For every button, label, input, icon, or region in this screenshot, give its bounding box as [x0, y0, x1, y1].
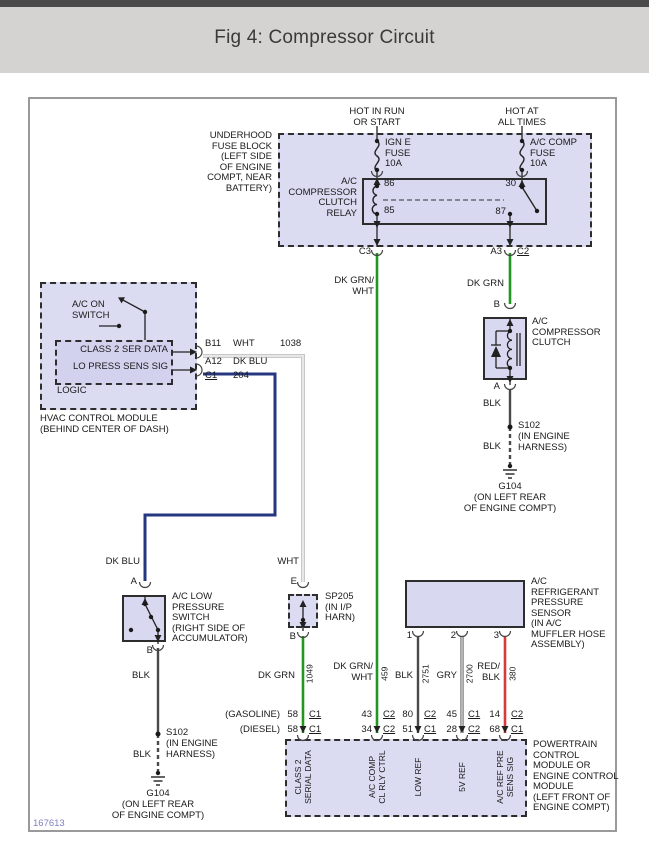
blk-label-left-2: BLK: [133, 749, 151, 760]
lps-label: A/C LOW PRESSURE SWITCH (RIGHT SIDE OF A…: [172, 591, 248, 644]
ac-on-switch-label: A/C ON SWITCH: [72, 299, 110, 321]
dk-grn-wht-label-top: DK GRN/ WHT: [334, 275, 374, 297]
title-bar-top-strip: [0, 0, 649, 7]
s102-label-right: S102: [518, 420, 541, 431]
sp205-splice-box: [288, 594, 318, 628]
s102-loc-left: (IN ENGINE HARNESS): [166, 738, 218, 760]
blk-label-left-1: BLK: [132, 670, 150, 681]
g104-label-left: G104: [146, 788, 170, 799]
dsl-pin-col2: 34: [361, 724, 372, 735]
dk-blu-label-mid: DK BLU: [105, 556, 140, 567]
dk-grn-label-top: DK GRN: [467, 278, 504, 289]
dsl-conn-col3: C1: [424, 724, 437, 735]
diesel-row-label: (DIESEL): [239, 724, 280, 735]
clutch-pin-a: A: [493, 381, 500, 392]
pcm-sig-relay-ctrl: A/C COMP CL RLY CTRL: [367, 750, 387, 804]
ign-e-fuse-label: IGN E FUSE 10A: [385, 137, 411, 169]
clutch-pin-b: B: [493, 299, 500, 310]
lo-press-sens-sig-label: LO PRESS SENS SIG: [72, 361, 168, 372]
gas-conn-col3: C2: [424, 709, 437, 720]
conn-c1-label: C1: [205, 370, 218, 381]
gas-conn-col4: C1: [468, 709, 481, 720]
lps-pin-b: B: [146, 645, 153, 656]
hot-in-run-label: HOT IN RUN OR START: [349, 106, 405, 128]
gas-pin-col4: 45: [446, 709, 457, 720]
blk-label-low: BLK: [395, 670, 413, 681]
sensor-pin-2: 2: [450, 630, 456, 641]
pin-a12-label: A12: [205, 356, 222, 367]
g104-loc-right: (ON LEFT REAR OF ENGINE COMPT): [463, 492, 557, 514]
sensor-pin-1: 1: [406, 630, 412, 641]
wht-wire-label: WHT: [233, 338, 255, 349]
ckt-380-label: 380: [507, 666, 518, 681]
class2-ser-data-label: CLASS 2 SER DATA: [80, 344, 168, 355]
pcm-label: POWERTRAIN CONTROL MODULE OR ENGINE CONT…: [533, 739, 619, 813]
dsl-pin-col3: 51: [402, 724, 413, 735]
s102-loc-right: (IN ENGINE HARNESS): [518, 431, 570, 453]
lps-pin-a: A: [130, 576, 137, 587]
diagram-id: 167613: [33, 818, 65, 829]
sp205-label: SP205 (IN I/P HARN): [325, 591, 356, 623]
fuse-block-label: UNDERHOOD FUSE BLOCK (LEFT SIDE OF ENGIN…: [207, 130, 272, 194]
clutch-label: A/C COMPRESSOR CLUTCH: [532, 316, 601, 348]
sp205-pin-b: B: [289, 631, 296, 642]
g104-loc-left: (ON LEFT REAR OF ENGINE COMPT): [111, 799, 205, 821]
dsl-conn-col4: C2: [468, 724, 481, 735]
pcm-sig-5v-ref: 5V REF: [457, 762, 467, 792]
sensor-pin-3: 3: [493, 630, 499, 641]
pcm-box: [285, 739, 527, 817]
gas-conn-col1: C1: [309, 709, 322, 720]
gas-pin-col5: 14: [489, 709, 500, 720]
dk-blu-wire-label: DK BLU: [233, 356, 268, 367]
gry-label-low: GRY: [436, 670, 457, 681]
dsl-pin-col1: 58: [287, 724, 298, 735]
dsl-pin-col4: 28: [446, 724, 457, 735]
dsl-pin-col5: 68: [489, 724, 500, 735]
wht-label-mid: WHT: [277, 556, 299, 567]
dk-grn-wht-label-low: DK GRN/ WHT: [333, 661, 373, 683]
ac-low-pressure-switch-box: [122, 595, 166, 642]
hvac-module-label: HVAC CONTROL MODULE (BEHIND CENTER OF DA…: [40, 413, 169, 435]
pin-a3-label: A3: [490, 246, 502, 257]
dsl-conn-col1: C1: [309, 724, 322, 735]
blk-label-right-1: BLK: [483, 398, 501, 409]
ckt-1038-label: 1038: [280, 338, 302, 349]
red-blk-label-low: RED/ BLK: [477, 661, 500, 683]
s102-label-left: S102: [166, 727, 189, 738]
sp205-pin-e: E: [290, 576, 297, 587]
gas-conn-col2: C2: [383, 709, 396, 720]
ckt-204-label: 204: [233, 370, 249, 381]
dk-grn-label-low: DK GRN: [258, 670, 295, 681]
title-bar: Fig 4: Compressor Circuit: [0, 7, 649, 73]
relay-pin-30: 30: [505, 178, 516, 189]
gasoline-row-label: (GASOLINE): [225, 709, 280, 720]
ckt-1049-label: 1049: [304, 664, 315, 684]
conn-c2-label: C2: [517, 246, 530, 257]
page-title: Fig 4: Compressor Circuit: [214, 27, 435, 48]
dsl-conn-col2: C2: [383, 724, 396, 735]
pin-b11-label: B11: [205, 338, 222, 349]
ac-comp-fuse-label: A/C COMP FUSE 10A: [530, 137, 577, 169]
relay-pin-87: 87: [495, 206, 506, 217]
pcm-sig-low-ref: LOW REF: [413, 757, 423, 797]
pcm-sig-press-sens: A/C REF PRE SENS SIG: [495, 750, 515, 804]
pcm-sig-class2: CLASS 2 SERIAL DATA: [293, 750, 313, 804]
hot-at-all-times-label: HOT AT ALL TIMES: [497, 106, 547, 128]
dsl-conn-col5: C1: [511, 724, 524, 735]
ac-compressor-clutch-relay-box: [362, 178, 547, 225]
gas-conn-col5: C2: [511, 709, 524, 720]
relay-label: A/C COMPRESSOR CLUTCH RELAY: [288, 176, 357, 219]
ac-compressor-clutch-box: [483, 317, 527, 380]
ac-refrigerant-pressure-sensor-box: [405, 580, 525, 628]
gas-pin-col3: 80: [402, 709, 413, 720]
gas-pin-col1: 58: [287, 709, 298, 720]
relay-pin-86: 86: [384, 178, 395, 189]
sensor-label: A/C REFRIGERANT PRESSURE SENSOR (IN A/C …: [531, 576, 606, 650]
conn-c3-label: C3: [358, 246, 371, 257]
relay-pin-85: 85: [384, 205, 395, 216]
g104-label-right: G104: [498, 481, 522, 492]
gas-pin-col2: 43: [361, 709, 372, 720]
blk-label-right-2: BLK: [483, 441, 501, 452]
logic-label: LOGIC: [57, 385, 87, 396]
